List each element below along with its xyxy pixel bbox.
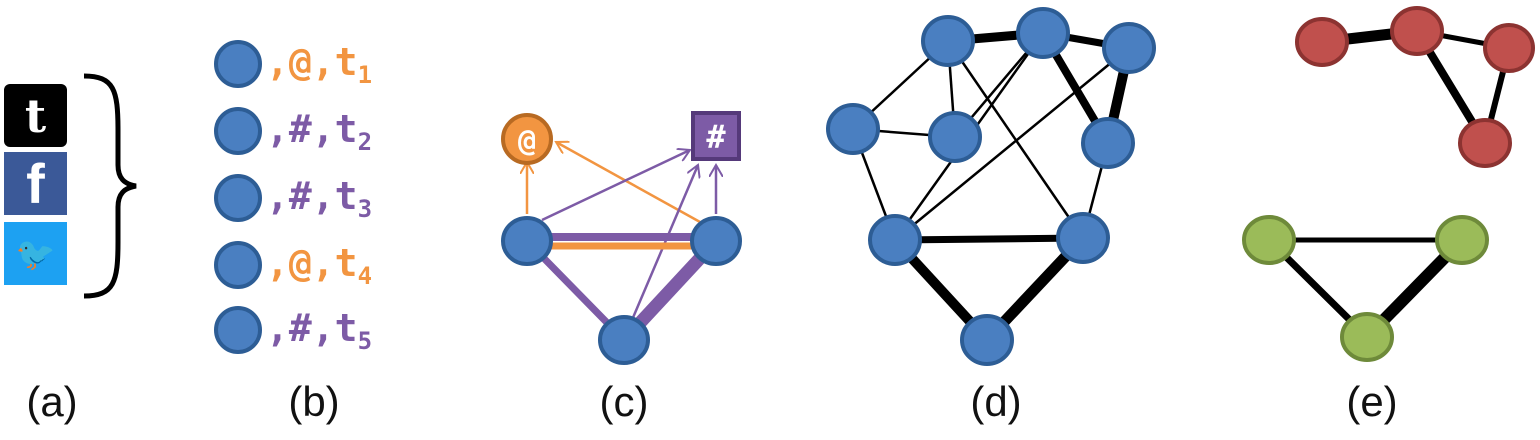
cluster-node-green: [1340, 312, 1394, 362]
panel-e: [1242, 6, 1535, 362]
caption-d: (d): [970, 378, 1022, 425]
caption-e: (e): [1346, 378, 1398, 425]
tumblr-icon: t: [4, 84, 67, 147]
panel-d: [826, 7, 1156, 366]
graph-node: [826, 103, 880, 155]
cluster-node-red: [1390, 6, 1444, 56]
edge: [894, 47, 1130, 241]
graph-node: [598, 315, 650, 365]
graph-node: [501, 216, 553, 266]
graph-node: [690, 216, 742, 266]
hashtag-label: #: [706, 118, 726, 156]
event-row: ,@,t1: [214, 32, 372, 96]
event-row: ,#,t5: [214, 298, 372, 362]
graph-node: [921, 15, 975, 67]
twitter-icon: 🐦: [4, 222, 67, 285]
mention-label: @: [518, 124, 536, 159]
graph-node: [960, 314, 1014, 366]
event-row: ,#,t2: [214, 99, 372, 163]
cluster-node-red: [1458, 118, 1512, 168]
node-icon: [214, 241, 262, 289]
edge: [946, 40, 1085, 239]
mention-node-icon: [501, 113, 553, 165]
graph-node: [1102, 22, 1156, 74]
edge: [894, 234, 1084, 244]
graph-node: [868, 214, 922, 266]
node-icon: [214, 174, 262, 222]
cluster-node-green: [1435, 215, 1489, 265]
graph-node: [1016, 7, 1070, 59]
facebook-icon: f: [4, 152, 67, 215]
panel-c: @ #: [501, 111, 742, 365]
graph-node: [1081, 117, 1135, 169]
node-icon: [214, 107, 262, 155]
mention-arrow: [556, 142, 701, 224]
graph-node: [1056, 212, 1110, 264]
cluster-node-green: [1242, 215, 1296, 265]
caption-c: (c): [599, 378, 649, 425]
cluster-node-red: [1483, 23, 1535, 73]
event-row: ,@,t4: [214, 233, 372, 297]
hashtag-node-icon: [691, 111, 741, 161]
caption-b: (b): [288, 378, 340, 425]
curly-brace: [83, 73, 137, 299]
hashtag-arrow: [541, 150, 690, 222]
graph-node: [928, 111, 982, 163]
node-icon: [214, 306, 262, 354]
event-row: ,#,t3: [214, 166, 372, 230]
cluster-node-red: [1295, 17, 1349, 67]
caption-a: (a): [26, 378, 78, 425]
node-icon: [214, 40, 262, 88]
